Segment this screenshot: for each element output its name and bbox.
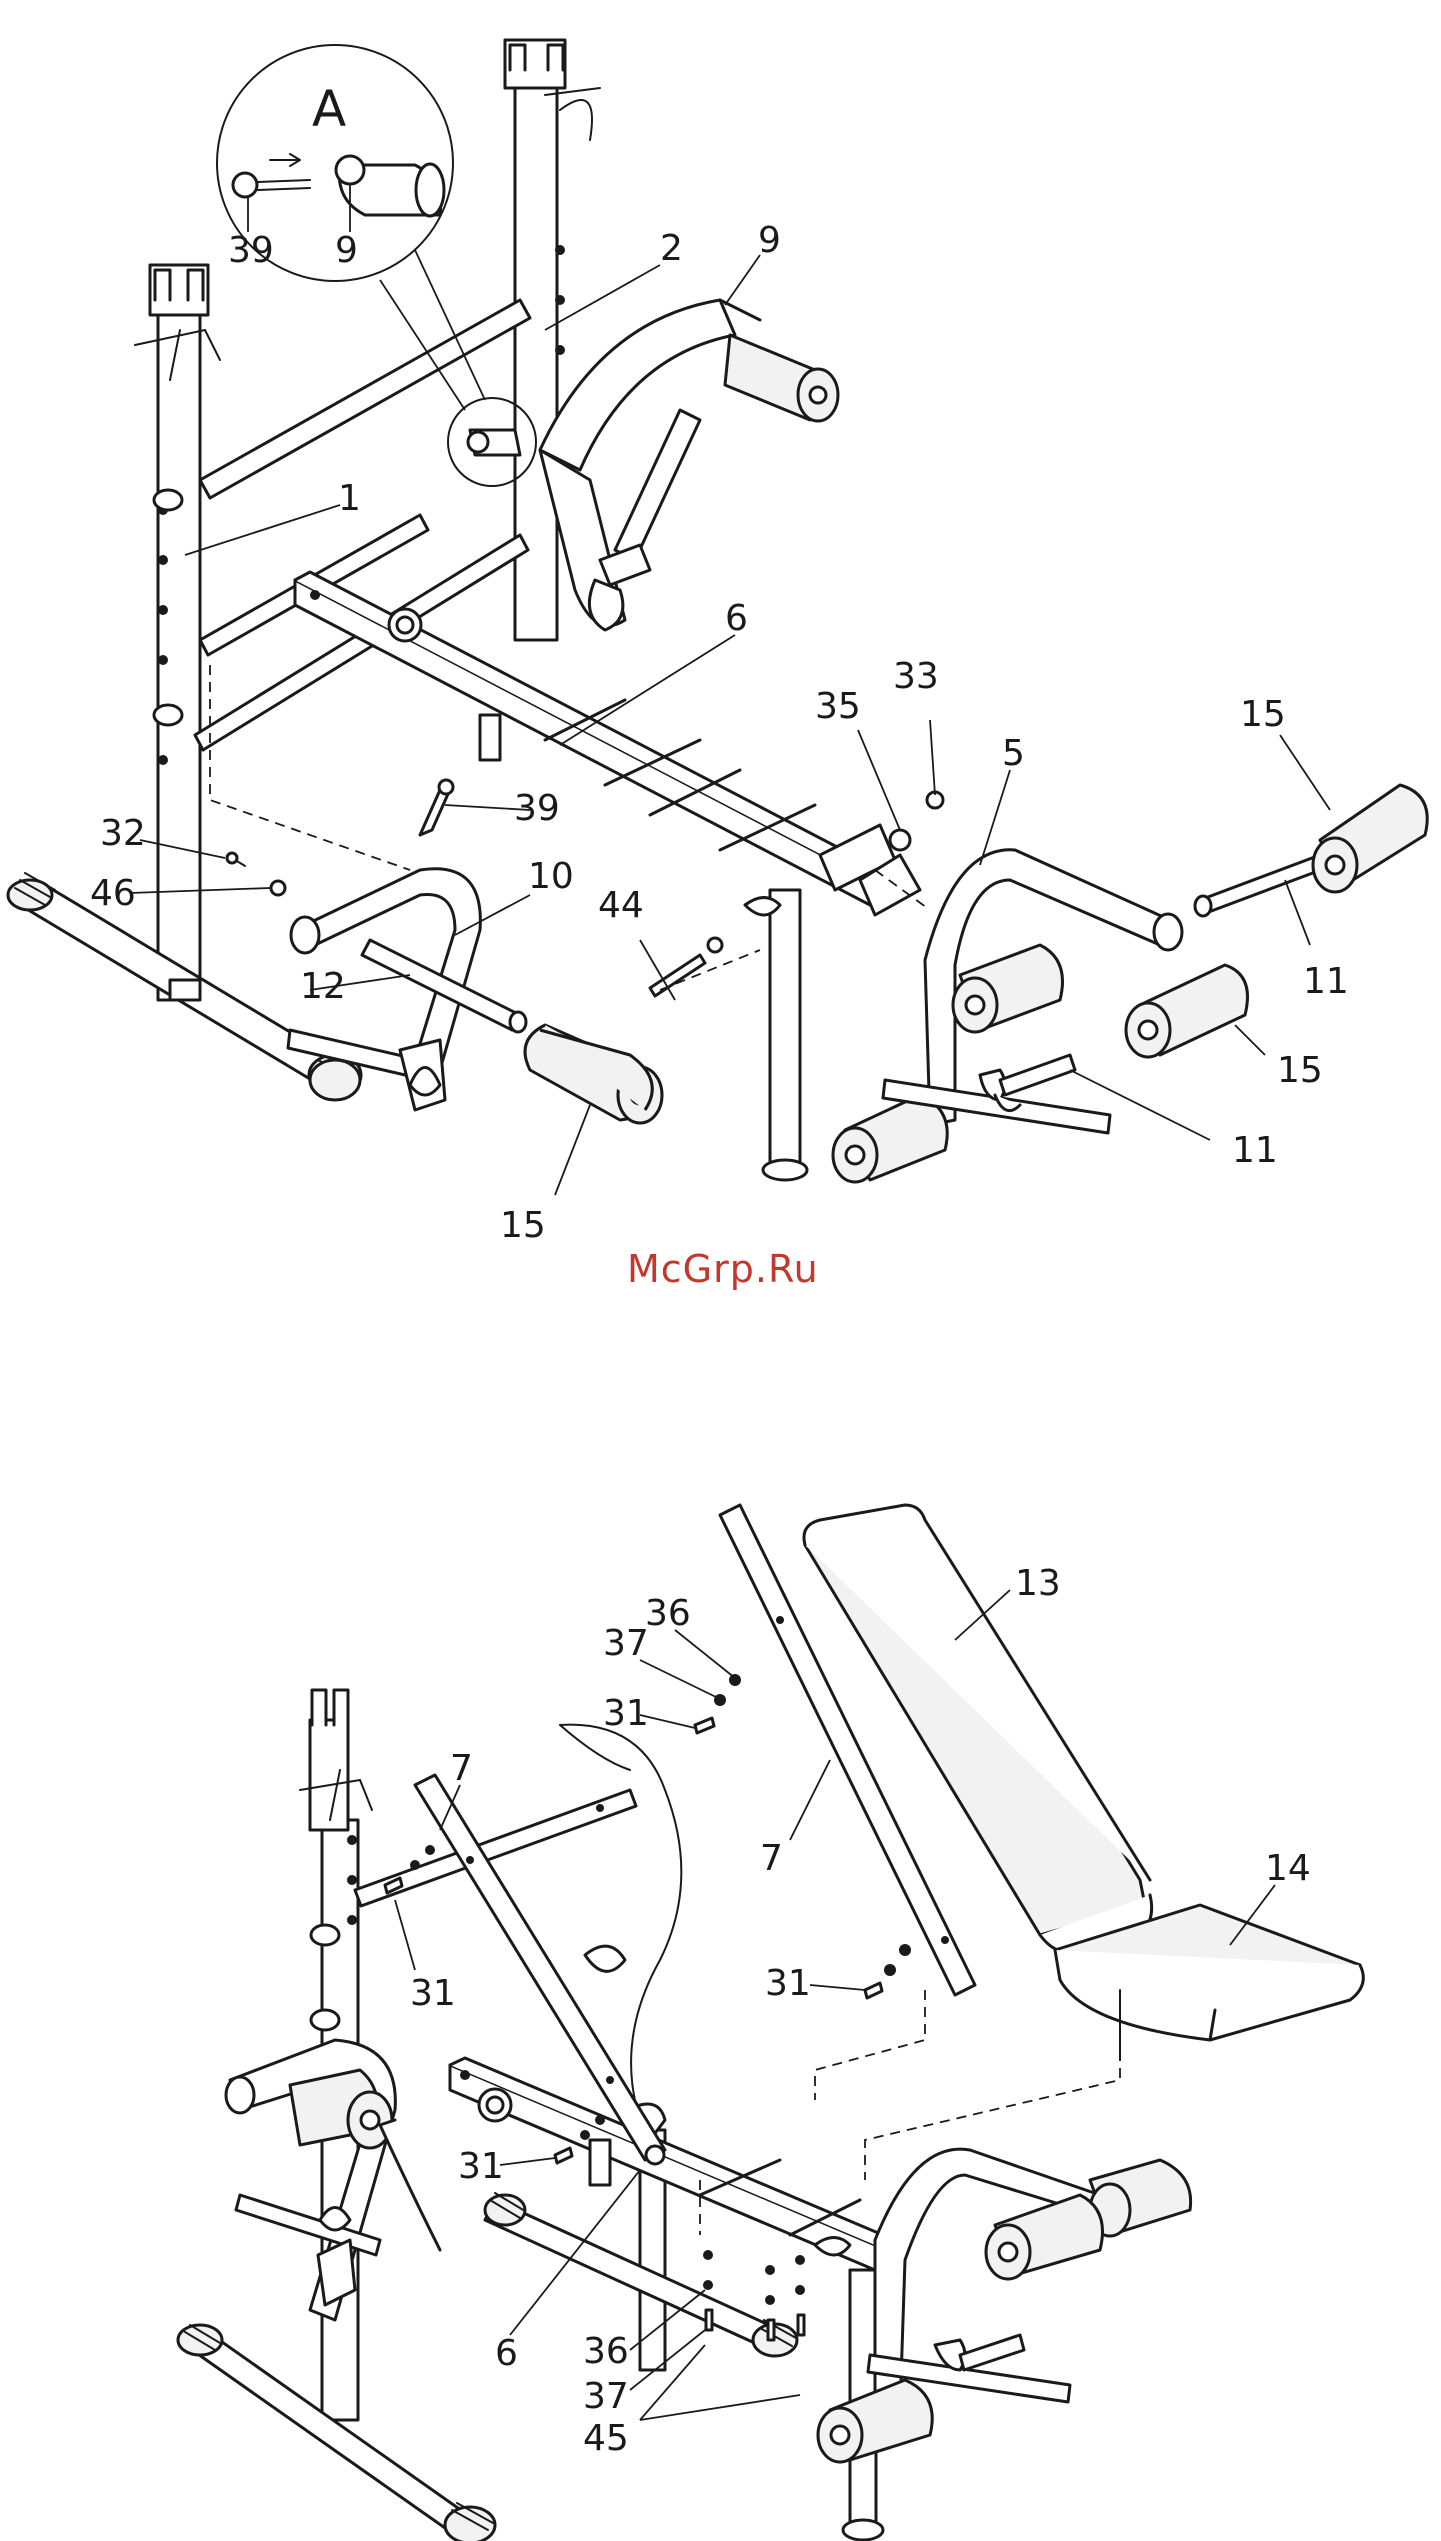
callout-46: 46	[90, 873, 136, 914]
callout-13: 13	[1015, 1563, 1061, 1604]
callout-11-right: 11	[1232, 1130, 1278, 1171]
callout-1: 1	[338, 478, 361, 519]
watermark: McGrp.Ru	[627, 1247, 819, 1291]
callout-6: 6	[495, 2333, 518, 2374]
arm-part-9	[540, 300, 838, 630]
callout-10: 10	[528, 856, 574, 897]
callout-35: 35	[815, 686, 861, 727]
callout-36-bottom: 36	[583, 2331, 629, 2372]
detail-label-9: 9	[335, 230, 358, 271]
callout-5: 5	[1002, 733, 1025, 774]
callout-11-top-right: 11	[1303, 961, 1349, 1002]
callout-37-top: 37	[603, 1623, 649, 1664]
backrest-pad	[804, 1505, 1152, 1951]
callout-32: 32	[100, 813, 146, 854]
callout-14: 14	[1265, 1848, 1311, 1889]
detail-letter: A	[312, 80, 346, 138]
callout-31-middle: 31	[458, 2146, 504, 2187]
callout-7-left: 7	[450, 1748, 473, 1789]
callout-15-right: 15	[1277, 1050, 1323, 1091]
callout-2: 2	[660, 228, 683, 269]
figure-bottom-exploded-view: 36 37 31 13 7 7 14 31 31 31 6 36 37 45	[178, 1505, 1363, 2541]
detail-label-39: 39	[228, 230, 274, 271]
callout-15-bottom: 15	[500, 1205, 546, 1246]
callout-15-top-right: 15	[1240, 694, 1286, 735]
callout-6: 6	[725, 598, 748, 639]
callout-12: 12	[300, 966, 346, 1007]
figure-top-exploded-view: A 39 9	[8, 40, 1427, 1246]
callout-31-top: 31	[603, 1693, 649, 1734]
callout-9: 9	[758, 220, 781, 261]
callout-44: 44	[598, 885, 644, 926]
callout-37-bottom: 37	[583, 2376, 629, 2417]
callout-33: 33	[893, 656, 939, 697]
callout-39: 39	[514, 788, 560, 829]
callout-31-left: 31	[410, 1973, 456, 2014]
callout-7-right: 7	[760, 1838, 783, 1879]
callout-31-right: 31	[765, 1963, 811, 2004]
callout-36-top: 36	[645, 1593, 691, 1634]
callout-45: 45	[583, 2418, 629, 2459]
bottom-right-leg-assembly	[818, 2149, 1191, 2462]
